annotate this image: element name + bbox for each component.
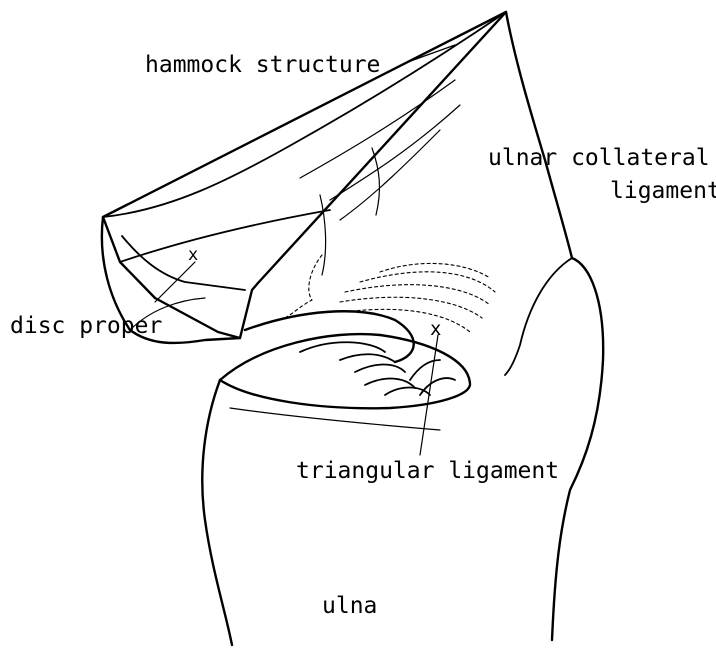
ulnar-head-lower xyxy=(230,408,440,430)
label-triangular-ligament: triangular ligament xyxy=(296,460,559,483)
swirl-3 xyxy=(355,365,405,373)
styloid-front xyxy=(505,258,572,375)
label-disc-proper: disc proper xyxy=(10,315,162,338)
swirl-4 xyxy=(365,379,415,388)
triangular-fiber-2 xyxy=(345,285,490,305)
ulna-left-outline xyxy=(202,380,232,645)
hammock-leader xyxy=(405,45,455,63)
label-ulnar-collateral-2: ligament xyxy=(610,180,716,203)
marker-triangular: x xyxy=(430,320,441,339)
label-ulna: ulna xyxy=(322,595,377,618)
disc-proper-rim xyxy=(120,210,330,262)
label-hammock-structure: hammock structure xyxy=(145,54,380,77)
ulnar-collateral-ligament-line xyxy=(506,12,572,258)
hammock-fiber-2 xyxy=(330,105,460,200)
swirl-6 xyxy=(410,360,440,380)
dotted-link xyxy=(285,255,322,318)
label-ulnar-collateral-1: ulnar collateral xyxy=(488,147,710,170)
marker-disc: x xyxy=(188,247,198,264)
swirl-7 xyxy=(420,378,455,395)
triangular-fiber-1 xyxy=(360,272,495,292)
swirl-2 xyxy=(340,354,395,362)
triangular-leader xyxy=(420,335,438,455)
triangular-fiber-3 xyxy=(340,297,482,318)
triangular-fiber-5 xyxy=(380,263,490,278)
ulnar-styloid-outline xyxy=(552,258,603,640)
hammock-fiber-4 xyxy=(320,195,326,275)
hammock-fiber-3 xyxy=(340,130,440,220)
swirl-1 xyxy=(300,342,385,352)
